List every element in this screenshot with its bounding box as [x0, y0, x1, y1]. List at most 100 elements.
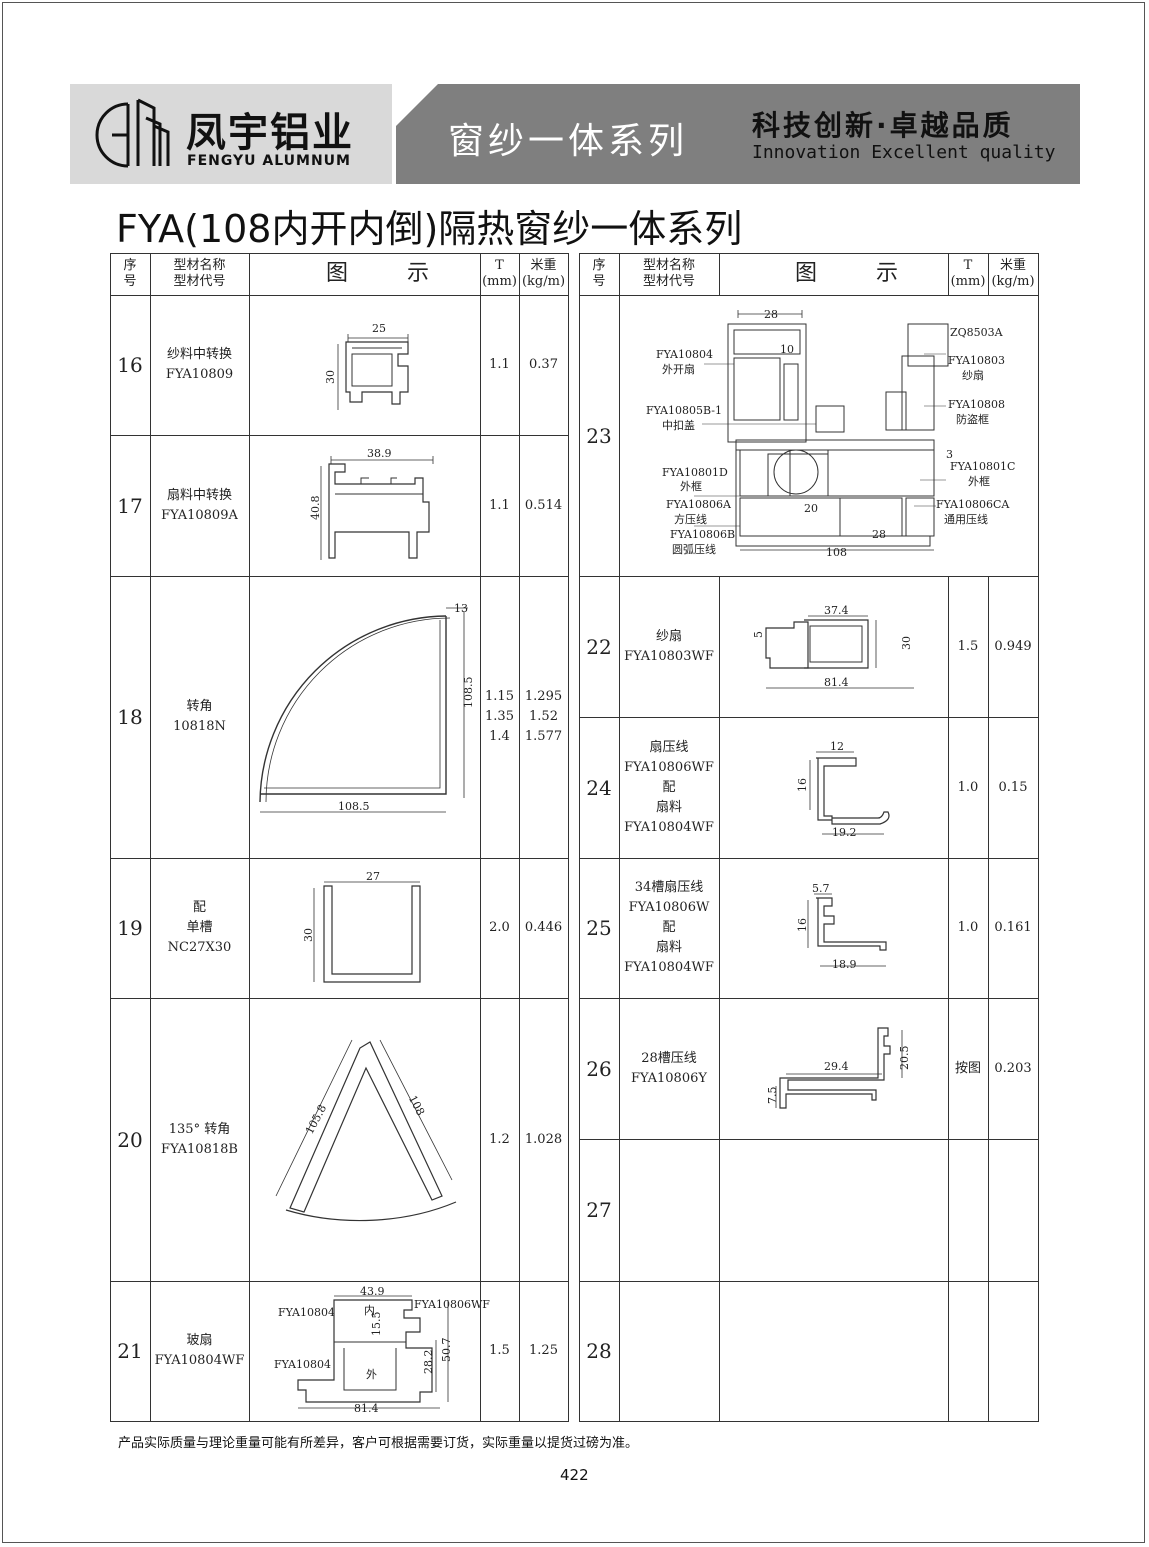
svg-text:外框: 外框: [680, 480, 702, 493]
assembly-drawing-23: 28 10 3 20 28 108 FYA10804 外开扇 FYA10805B…: [646, 308, 1015, 559]
brand-name-english: FENGYU ALUMNUM: [187, 153, 351, 169]
profile-drawing-19: 27 30: [302, 870, 421, 983]
svg-text:20: 20: [804, 502, 818, 515]
svg-text:外框: 外框: [968, 475, 990, 488]
row-number: 19: [117, 916, 143, 940]
svg-text:108.5: 108.5: [462, 677, 475, 709]
thickness-value: 1.5: [489, 1343, 510, 1358]
svg-text:108: 108: [826, 546, 847, 559]
svg-text:28.2: 28.2: [422, 1350, 435, 1375]
row-number: 18: [117, 705, 143, 729]
svg-text:27: 27: [366, 870, 380, 883]
svg-text:内: 内: [364, 1303, 375, 1317]
weight-value: 0.446: [524, 920, 563, 935]
weight-value: 0.514: [524, 497, 563, 513]
svg-text:FYA10805B-1: FYA10805B-1: [646, 404, 722, 417]
svg-text:12: 12: [830, 740, 844, 753]
header-series-panel: [396, 84, 1080, 184]
svg-text:FYA10804: FYA10804: [656, 348, 713, 361]
svg-text:16: 16: [796, 778, 809, 792]
svg-text:20.5: 20.5: [898, 1046, 911, 1071]
svg-text:38.9: 38.9: [367, 447, 392, 460]
header-name: 型材名称型材代号: [642, 258, 695, 289]
row-number: 27: [586, 1198, 612, 1222]
weight-value: 0.37: [529, 357, 558, 372]
svg-text:通用压线: 通用压线: [944, 512, 988, 526]
svg-text:30: 30: [900, 636, 913, 650]
svg-text:外开扇: 外开扇: [662, 362, 695, 376]
weight-value: 0.949: [994, 638, 1032, 654]
svg-text:中扣盖: 中扣盖: [662, 418, 695, 432]
svg-text:81.4: 81.4: [354, 1402, 379, 1415]
svg-text:15.5: 15.5: [370, 1312, 383, 1337]
svg-text:FYA10804: FYA10804: [278, 1306, 335, 1319]
svg-text:FYA10808: FYA10808: [948, 398, 1005, 411]
thickness-value: 1.5: [957, 638, 979, 654]
profile-drawing-24: 12 16 19.2: [796, 740, 890, 839]
weight-value: 0.15: [998, 779, 1028, 795]
weight-value: 1.25: [529, 1343, 558, 1358]
svg-text:FYA10806B: FYA10806B: [670, 528, 735, 541]
svg-text:ZQ8503A: ZQ8503A: [950, 326, 1004, 339]
svg-text:50.7: 50.7: [440, 1338, 453, 1363]
slogan: 科技创新·卓越品质: [752, 109, 1014, 142]
row-number: 24: [586, 775, 612, 800]
svg-text:外: 外: [366, 1368, 377, 1381]
thickness-value: 1.1: [489, 497, 510, 513]
svg-text:25: 25: [372, 322, 386, 335]
thickness-value: 1.0: [957, 920, 979, 935]
svg-text:30: 30: [324, 370, 337, 384]
svg-text:FYA10806A: FYA10806A: [666, 498, 732, 511]
svg-text:37.4: 37.4: [824, 604, 849, 617]
svg-text:81.4: 81.4: [824, 676, 849, 689]
profile-drawing-16: 25 30: [324, 322, 409, 410]
header-seq: 序号: [123, 258, 137, 289]
weight-value: 1.028: [524, 1131, 563, 1147]
page-number: 422: [560, 1466, 589, 1484]
svg-text:FYA10806CA: FYA10806CA: [936, 498, 1010, 511]
weight-value: 0.161: [994, 920, 1032, 935]
svg-text:108.5: 108.5: [338, 800, 370, 813]
thickness-value: 1.2: [489, 1131, 510, 1147]
svg-text:19.2: 19.2: [832, 826, 857, 839]
header-thickness: T(mm): [482, 258, 517, 289]
svg-text:FYA10803: FYA10803: [948, 354, 1005, 367]
header-thickness: T(mm): [950, 258, 986, 289]
svg-text:方压线: 方压线: [674, 512, 707, 526]
fengyu-logo-icon: [95, 98, 170, 168]
svg-text:29.4: 29.4: [824, 1060, 849, 1073]
header-weight: 米重(kg/m): [521, 258, 566, 289]
svg-text:FYA10804: FYA10804: [274, 1358, 331, 1371]
brand-name: 凤宇铝业: [186, 110, 354, 156]
profile-drawing-25: 5.7 16 18.9: [796, 882, 887, 971]
svg-text:FYA10801D: FYA10801D: [662, 466, 728, 479]
row-number: 17: [117, 493, 143, 518]
slogan-english: Innovation Excellent quality: [752, 142, 1056, 163]
svg-text:纱扇: 纱扇: [962, 368, 984, 382]
svg-text:13: 13: [454, 602, 468, 615]
svg-text:7.5: 7.5: [766, 1087, 779, 1105]
svg-text:16: 16: [796, 918, 809, 932]
thickness-value: 1.1: [489, 357, 510, 372]
profile-drawing-18: 13 108.5 108.5: [259, 602, 475, 813]
row-number: 22: [586, 634, 612, 659]
svg-text:FYA10806WF: FYA10806WF: [414, 1298, 490, 1311]
svg-text:5.7: 5.7: [812, 882, 830, 895]
thickness-value: 2.0: [489, 920, 510, 935]
svg-text:28: 28: [872, 528, 886, 541]
header-figure: 图 示: [326, 261, 455, 286]
row-number: 28: [586, 1339, 612, 1363]
svg-text:10: 10: [780, 343, 794, 356]
header-figure: 图 示: [795, 261, 924, 286]
